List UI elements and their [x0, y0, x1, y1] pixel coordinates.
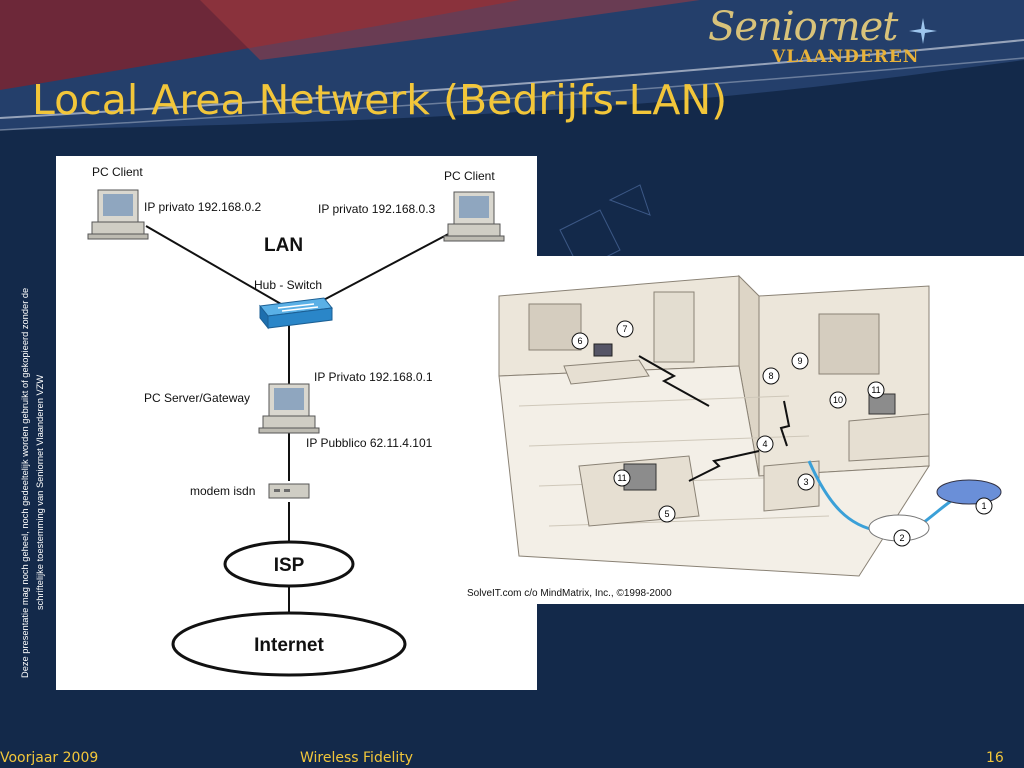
- pc-client-2-ip: IP privato 192.168.0.3: [318, 202, 436, 216]
- logo-subtext: VLAANDEREN: [772, 47, 920, 67]
- marker-10: 10: [833, 395, 843, 405]
- marker-1: 1: [981, 501, 986, 511]
- page-title: Local Area Netwerk (Bedrijfs-LAN): [32, 76, 728, 124]
- server-label: PC Server/Gateway: [144, 391, 250, 405]
- cloud-1: [936, 479, 1002, 505]
- marker-4: 4: [762, 439, 767, 449]
- pc-client-1: [87, 189, 149, 240]
- pc-client-1-ip: IP privato 192.168.0.2: [144, 200, 262, 214]
- window-right: [818, 313, 880, 375]
- hub-label: Hub - Switch: [254, 278, 322, 292]
- footer-date: Voorjaar 2009: [0, 750, 99, 766]
- marker-8: 8: [768, 371, 773, 381]
- marker-11a: 11: [871, 385, 880, 395]
- wireless-bolt-8: [779, 400, 791, 447]
- link-client1-hub: [145, 225, 282, 305]
- pc-server-gateway: [258, 383, 320, 434]
- bookshelf: [653, 291, 695, 363]
- pc-client-1-label: PC Client: [92, 165, 143, 179]
- logo-text: Seniornet: [708, 4, 898, 50]
- side-note-line1: Deze presentatie mag noch geheel, noch g…: [20, 288, 30, 678]
- side-note-line2: schriftelijke toestemming van Seniornet …: [35, 375, 45, 610]
- pc-client-2: [443, 191, 505, 242]
- slide-number: 16: [986, 750, 1004, 766]
- illustration-caption: SolveIT.com c/o MindMatrix, Inc., ©1998-…: [467, 588, 672, 599]
- footer-topic: Wireless Fidelity: [300, 750, 414, 766]
- hub-switch-icon: [259, 297, 333, 330]
- desk-11: [848, 413, 930, 462]
- marker-3: 3: [803, 477, 808, 487]
- internet-node: [171, 611, 407, 677]
- lan-diagram: PC Client IP privato 192.168.0.2 PC Clie…: [56, 156, 537, 690]
- wireless-bolt-4: [688, 450, 760, 482]
- isp-label: ISP: [274, 555, 305, 576]
- desk-4: [763, 460, 820, 512]
- marker-9: 9: [797, 356, 802, 366]
- server-ip-pubblico: IP Pubblico 62.11.4.101: [306, 436, 433, 450]
- modem-icon: [268, 483, 310, 499]
- marker-2: 2: [899, 533, 904, 543]
- marker-6: 6: [577, 336, 582, 346]
- marker-7: 7: [622, 324, 627, 334]
- copyright-side-note: Deze presentatie mag noch geheel, noch g…: [20, 288, 45, 678]
- internet-label: Internet: [254, 635, 324, 656]
- office-wireless-illustration: 1 2 3 4 5 6 7 8 9 10 11 11 SolveIT.com c…: [459, 256, 1024, 604]
- lan-label: LAN: [264, 235, 303, 256]
- window-left: [528, 303, 582, 351]
- sparkle-icon: [909, 18, 937, 44]
- modem-label: modem isdn: [190, 484, 255, 498]
- wireless-bolt-7: [638, 355, 710, 407]
- link-client2-hub: [315, 229, 457, 305]
- marker-5: 5: [664, 509, 669, 519]
- laptop-6: [593, 343, 613, 357]
- isp-node: [223, 540, 355, 588]
- pc-client-2-label: PC Client: [444, 169, 495, 183]
- seniornet-logo: Seniornet VLAANDEREN: [700, 4, 950, 70]
- marker-11b: 11: [617, 473, 626, 483]
- desk-6: [563, 359, 650, 385]
- server-ip-privato: IP Privato 192.168.0.1: [314, 370, 433, 384]
